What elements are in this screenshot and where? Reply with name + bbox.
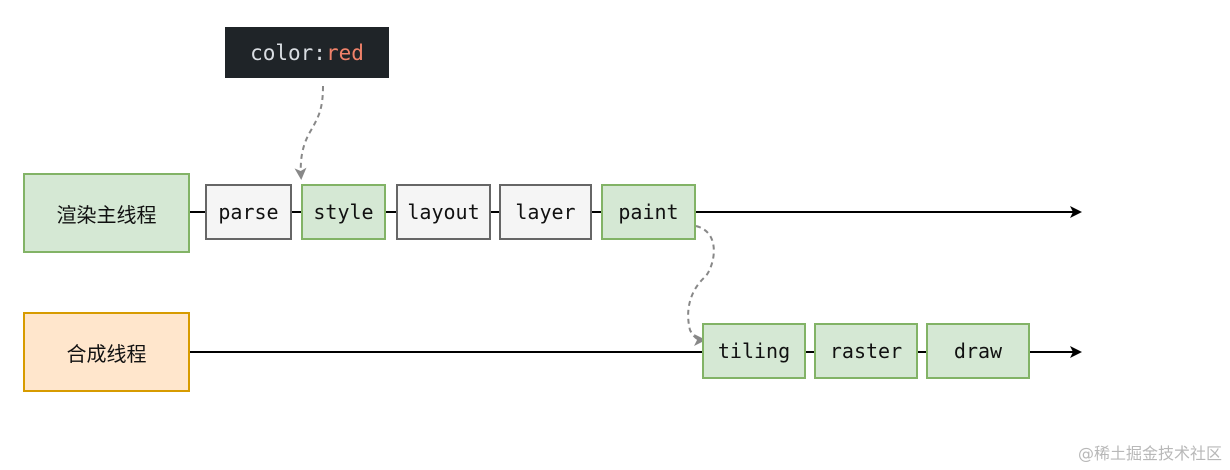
stage-layer: layer (499, 184, 592, 240)
stage-draw: draw (926, 323, 1030, 379)
stage-style: style (301, 184, 386, 240)
paint-to-tiling-connector (687, 225, 715, 346)
stage-layout: layout (396, 184, 491, 240)
stage-raster: raster (814, 323, 918, 379)
main-thread-box: 渲染主线程 (23, 173, 190, 253)
css-code-snippet: color: red (225, 27, 389, 78)
stage-parse: parse (205, 184, 292, 240)
code-value: red (325, 40, 364, 65)
compositor-thread-box: 合成线程 (23, 312, 190, 392)
code-to-style-connector (294, 85, 324, 180)
stage-tiling: tiling (702, 323, 806, 379)
stage-paint: paint (601, 184, 696, 240)
watermark: @稀土掘金技术社区 (1077, 444, 1222, 463)
code-property: color: (250, 40, 326, 65)
